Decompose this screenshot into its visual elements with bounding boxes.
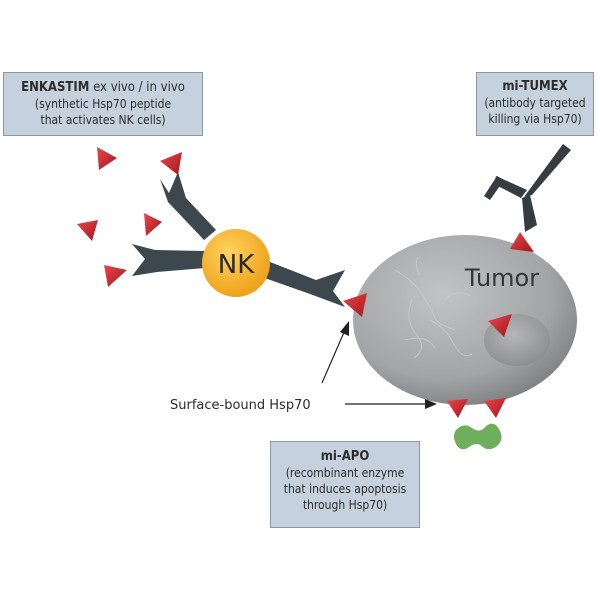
- hsp70-tumor-top: [510, 232, 534, 252]
- hsp70-peptide: [160, 152, 182, 175]
- hsp70-peptide: [97, 147, 117, 170]
- enkastim-title-rest: ex vivo / in vivo: [89, 80, 185, 95]
- antibody-arm-right: [524, 144, 571, 197]
- tumor-body: [353, 235, 577, 405]
- mi-apo-box: mi-APO (recombinant enzyme that induces …: [270, 441, 420, 528]
- mi-tumex-desc-2: killing via Hsp70): [488, 112, 582, 126]
- nk-receptor-left: [132, 244, 205, 276]
- hsp70-peptide: [144, 213, 162, 236]
- antibody-stem: [522, 195, 537, 232]
- mi-tumex-desc-1: (antibody targeted: [484, 96, 586, 110]
- tumor-cell: Tumor: [353, 235, 577, 405]
- nk-cell: NK: [202, 229, 270, 297]
- antibody: [484, 144, 571, 232]
- free-hsp70-peptides: [77, 147, 182, 287]
- enkastim-title: ENKASTIM ex vivo / in vivo: [4, 79, 202, 96]
- surface-hsp70-label: Surface-bound Hsp70: [170, 398, 311, 413]
- mi-apo-desc-1: (recombinant enzyme: [285, 466, 405, 480]
- nk-receptor-upper: [160, 172, 216, 240]
- hsp70-peptide: [77, 220, 98, 241]
- enkastim-box: ENKASTIM ex vivo / in vivo (synthetic Hs…: [3, 72, 203, 136]
- mi-apo-title: mi-APO: [271, 448, 419, 465]
- nk-receptors: [132, 172, 345, 307]
- arrowhead-left: [340, 321, 349, 336]
- enkastim-desc-2: that activates NK cells): [40, 113, 166, 127]
- tumor-filaments: [394, 256, 473, 359]
- mi-apo-desc-2: that induces apoptosis: [283, 482, 407, 496]
- mi-tumex-title-text: mi-TUMEX: [502, 79, 568, 94]
- enkastim-desc-1: (synthetic Hsp70 peptide: [34, 97, 172, 111]
- tumor-label: Tumor: [464, 264, 539, 292]
- nk-label: NK: [218, 250, 255, 280]
- nk-cell-body: [202, 229, 270, 297]
- hsp70-tumor-bottom-1: [447, 399, 468, 418]
- apoptosis-enzyme: [454, 423, 502, 450]
- surface-arrows: [321, 321, 437, 409]
- hsp70-tumor-bottom-2: [484, 398, 506, 418]
- enkastim-title-bold: ENKASTIM: [21, 80, 90, 95]
- antibody-arm-left-tip: [484, 176, 504, 200]
- mi-tumex-title: mi-TUMEX: [477, 78, 593, 95]
- arrowhead-right: [425, 399, 437, 409]
- surface-hsp70-group: [343, 232, 534, 418]
- mi-apo-desc-3: through Hsp70): [302, 498, 388, 512]
- nk-receptor-right: [259, 260, 345, 307]
- mi-apo-title-text: mi-APO: [320, 449, 370, 464]
- arrow-to-left-hsp70: [321, 329, 346, 384]
- mi-tumex-box: mi-TUMEX (antibody targeted killing via …: [476, 72, 594, 136]
- hsp70-tumor-left: [343, 293, 367, 317]
- hsp70-peptide: [104, 265, 127, 287]
- hsp70-tumor-inner: [488, 314, 512, 337]
